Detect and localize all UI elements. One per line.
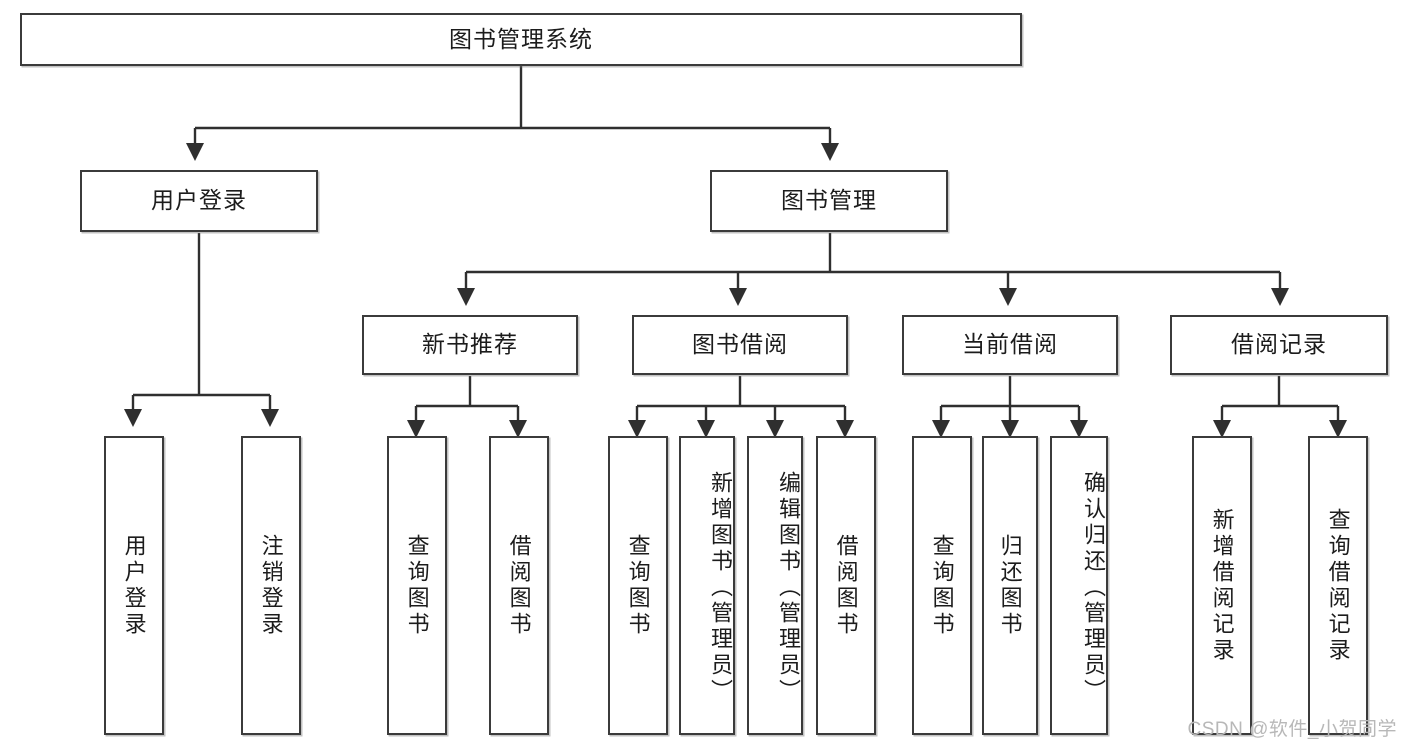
- leaf-query-borrow-record-label: 查询借阅记录: [1325, 507, 1351, 664]
- node-book-borrow[interactable]: 图书借阅: [632, 315, 848, 375]
- leaf-user-login-label: 用户登录: [121, 533, 147, 638]
- leaf-add-book-admin-label: 新增图书（管理员）: [708, 471, 733, 705]
- leaf-query-book-1-label: 查询图书: [404, 533, 430, 638]
- leaf-edit-book-admin[interactable]: 编辑图书（管理员）: [747, 436, 803, 735]
- leaf-add-borrow-record[interactable]: 新增借阅记录: [1192, 436, 1252, 735]
- node-user-login[interactable]: 用户登录: [80, 170, 318, 232]
- leaf-borrow-book-1[interactable]: 借阅图书: [489, 436, 549, 735]
- leaf-return-book-label: 归还图书: [997, 533, 1023, 638]
- watermark-text: CSDN @软件_小贺同学: [1187, 719, 1397, 740]
- leaf-query-book-2[interactable]: 查询图书: [608, 436, 668, 735]
- leaf-logout-label: 注销登录: [258, 533, 284, 638]
- leaf-user-login[interactable]: 用户登录: [104, 436, 164, 735]
- leaf-return-book[interactable]: 归还图书: [982, 436, 1038, 735]
- leaf-borrow-book-1-label: 借阅图书: [506, 533, 532, 638]
- leaf-add-borrow-record-label: 新增借阅记录: [1209, 507, 1235, 664]
- node-borrow-record-label: 借阅记录: [1231, 331, 1327, 358]
- node-new-book-recommend-label: 新书推荐: [422, 331, 518, 358]
- node-current-borrow[interactable]: 当前借阅: [902, 315, 1118, 375]
- node-book-manage[interactable]: 图书管理: [710, 170, 948, 232]
- leaf-query-book-3[interactable]: 查询图书: [912, 436, 972, 735]
- node-book-manage-label: 图书管理: [781, 187, 877, 214]
- node-root[interactable]: 图书管理系统: [20, 13, 1022, 66]
- leaf-query-book-1[interactable]: 查询图书: [387, 436, 447, 735]
- leaf-confirm-return-admin-label: 确认归还（管理员）: [1081, 471, 1106, 705]
- leaf-edit-book-admin-label: 编辑图书（管理员）: [776, 471, 801, 705]
- leaf-add-book-admin[interactable]: 新增图书（管理员）: [679, 436, 735, 735]
- node-user-login-label: 用户登录: [151, 187, 247, 214]
- node-new-book-recommend[interactable]: 新书推荐: [362, 315, 578, 375]
- leaf-query-book-3-label: 查询图书: [929, 533, 955, 638]
- leaf-logout[interactable]: 注销登录: [241, 436, 301, 735]
- leaf-query-borrow-record[interactable]: 查询借阅记录: [1308, 436, 1368, 735]
- node-book-borrow-label: 图书借阅: [692, 331, 788, 358]
- leaf-borrow-book-2[interactable]: 借阅图书: [816, 436, 876, 735]
- leaf-borrow-book-2-label: 借阅图书: [833, 533, 859, 638]
- leaf-query-book-2-label: 查询图书: [625, 533, 651, 638]
- node-current-borrow-label: 当前借阅: [962, 331, 1058, 358]
- leaf-confirm-return-admin[interactable]: 确认归还（管理员）: [1050, 436, 1108, 735]
- node-borrow-record[interactable]: 借阅记录: [1170, 315, 1388, 375]
- node-root-label: 图书管理系统: [449, 25, 593, 52]
